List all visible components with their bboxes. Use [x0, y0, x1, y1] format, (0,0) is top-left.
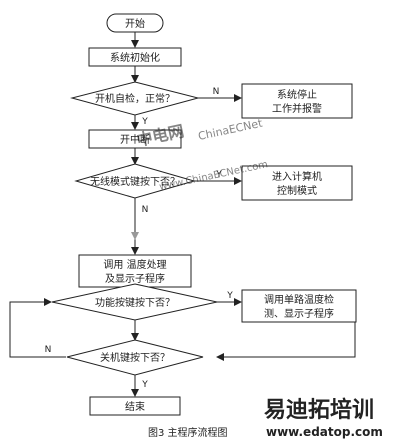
func-key-label: 功能按键按下否？	[95, 296, 175, 309]
wireless-key-label: 无线模式键按下否？	[90, 175, 180, 188]
power-key-decision	[66, 339, 204, 376]
temp-proc-line2: 及显示子程序	[105, 272, 165, 285]
func-yes-label: Y	[226, 291, 233, 301]
brand-url: www.edatop.com	[266, 425, 383, 439]
power-no-label: N	[45, 345, 52, 355]
single-temp-line1: 调用单路温度检	[264, 293, 334, 306]
start-terminal	[106, 13, 164, 33]
func-key-decision	[51, 283, 218, 321]
single-temp-box	[241, 289, 357, 323]
power-key-label: 关机键按下否？	[100, 351, 170, 364]
gray-arrow-marker	[131, 232, 139, 240]
open-interrupt-label: 开中断	[120, 133, 150, 146]
self-check-no-label: N	[213, 87, 220, 97]
temp-proc-line1: 调用 温度处理	[103, 258, 166, 271]
temp-proc-box	[78, 254, 192, 288]
end-box	[89, 396, 181, 416]
brand-cn: 易迪拓培训	[264, 397, 374, 423]
edatop-watermark: 易迪拓培训 www.edatop.com	[264, 397, 383, 439]
stop-alarm-box	[241, 83, 353, 119]
wireless-decision	[74, 163, 196, 199]
stop-alarm-line1: 系统停止	[277, 88, 317, 101]
pc-mode-line2: 控制模式	[277, 184, 317, 197]
power-yes-label: Y	[141, 380, 148, 390]
start-label: 开始	[125, 17, 145, 30]
self-check-decision	[70, 81, 200, 116]
figure-caption: 图3 主程序流程图	[148, 426, 228, 439]
wireless-yes-label: Y	[215, 170, 222, 180]
watermark-site-en: ChinaECNet	[197, 116, 264, 142]
self-check-yes-label: Y	[141, 117, 148, 127]
self-check-label: 开机自检，正常？	[95, 92, 175, 105]
init-box	[88, 47, 182, 67]
end-label: 结束	[125, 400, 145, 413]
pc-mode-box	[241, 165, 353, 201]
wireless-no-label: N	[142, 205, 149, 215]
stop-alarm-line2: 工作并报警	[272, 102, 322, 115]
init-label: 系统初始化	[110, 51, 160, 64]
arrow-power-loop	[9, 298, 66, 358]
pc-mode-line1: 进入计算机	[272, 170, 322, 183]
open-interrupt-box	[88, 129, 182, 149]
single-temp-line2: 测、显示子程序	[264, 307, 334, 320]
